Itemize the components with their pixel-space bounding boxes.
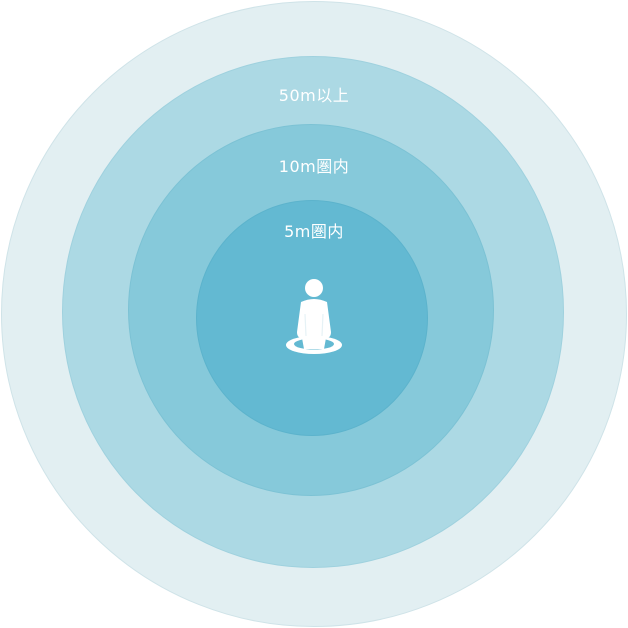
label-10m: 10m圏内 — [278, 157, 350, 176]
label-5m: 5m圏内 — [284, 222, 344, 241]
person-icon — [286, 279, 342, 354]
label-50m-plus: 50m以上 — [278, 86, 350, 105]
